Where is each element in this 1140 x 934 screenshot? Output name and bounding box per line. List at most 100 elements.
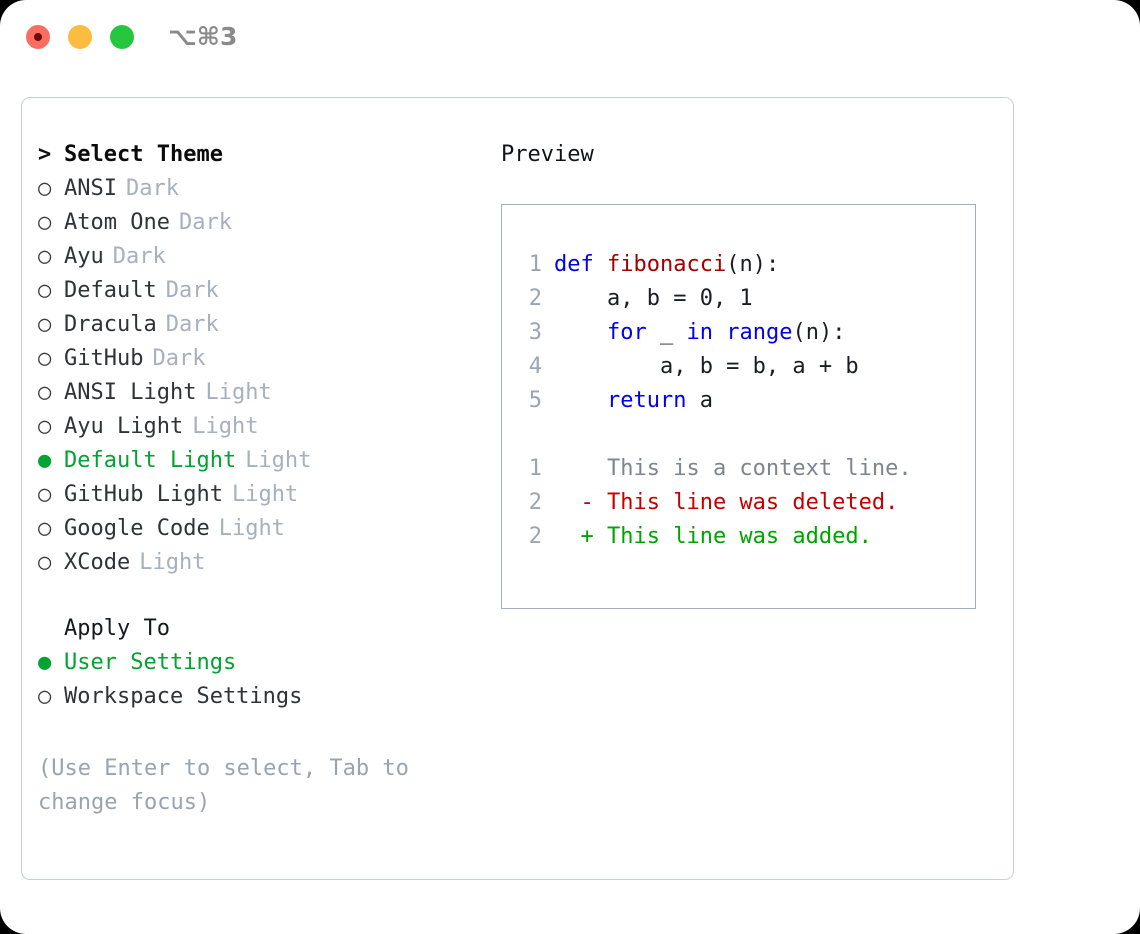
radio-unselected-icon[interactable]: ○ xyxy=(38,482,52,507)
code-token-pl xyxy=(713,320,726,345)
theme-name-label: ANSI Light xyxy=(64,380,197,405)
code-token-kw: in xyxy=(686,320,713,345)
theme-name-label: Default xyxy=(64,278,157,303)
theme-list-item[interactable]: ○ Dracula Dark xyxy=(38,312,468,346)
preview-title: Preview xyxy=(501,142,594,167)
line-number: 2 xyxy=(528,286,542,311)
theme-list-item[interactable]: ○ Ayu Light Light xyxy=(38,414,468,448)
theme-list-item[interactable]: ○ GitHub Dark xyxy=(38,346,468,380)
code-token-pl xyxy=(554,388,607,413)
radio-unselected-icon[interactable]: ○ xyxy=(38,346,52,371)
apply-to-label: Workspace Settings xyxy=(64,684,303,709)
code-token-pl xyxy=(554,320,607,345)
titlebar: ⌥⌘3 xyxy=(0,0,1140,78)
select-theme-heading-label: Select Theme xyxy=(64,142,223,167)
diff-line: 1 This is a context line. xyxy=(516,452,912,486)
radio-unselected-icon[interactable]: ○ xyxy=(38,516,52,541)
theme-list-item[interactable]: ○ Default Dark xyxy=(38,278,468,312)
theme-category-tag: Light xyxy=(205,380,272,405)
code-token-kw: for xyxy=(606,320,647,345)
radio-unselected-icon[interactable]: ○ xyxy=(38,312,52,337)
theme-category-tag: Dark xyxy=(165,278,219,303)
theme-list-item[interactable]: ● Default Light Light xyxy=(38,448,468,482)
line-number: 4 xyxy=(528,354,542,379)
apply-to-heading-label: Apply To xyxy=(64,616,170,641)
theme-category-tag: Light xyxy=(192,414,259,439)
diff-block: 1 This is a context line.2 - This line w… xyxy=(516,452,912,554)
select-theme-heading: > Select Theme xyxy=(38,142,468,176)
theme-name-label: Ayu xyxy=(64,244,104,269)
keyboard-shortcut-label: ⌥⌘3 xyxy=(168,22,238,51)
code-line-text: return a xyxy=(554,384,713,418)
caret-icon: > xyxy=(38,142,52,167)
code-line: 4 a, b = b, a + b xyxy=(516,350,912,384)
code-line-text: for _ in range(n): xyxy=(554,316,845,350)
line-number: 5 xyxy=(528,388,542,413)
minimize-button[interactable] xyxy=(68,25,92,49)
radio-selected-icon[interactable]: ● xyxy=(38,448,52,473)
line-number: 3 xyxy=(528,320,542,345)
code-line-text: a, b = 0, 1 xyxy=(554,282,753,316)
radio-unselected-icon[interactable]: ○ xyxy=(38,176,52,201)
code-token-pl: (n): xyxy=(792,320,846,345)
theme-list-item[interactable]: ○ XCode Light xyxy=(38,550,468,584)
diff-line: 2 + This line was added. xyxy=(516,520,912,554)
code-token-pl: (n): xyxy=(726,252,780,277)
radio-selected-icon[interactable]: ● xyxy=(38,650,52,675)
theme-name-label: GitHub xyxy=(64,346,144,371)
radio-unselected-icon[interactable]: ○ xyxy=(38,414,52,439)
theme-list-item[interactable]: ○ ANSI Light Light xyxy=(38,380,468,414)
theme-category-tag: Light xyxy=(231,482,299,507)
line-number: 1 xyxy=(528,456,542,481)
apply-to-item[interactable]: ○ Workspace Settings xyxy=(38,684,468,718)
keyboard-hint: (Use Enter to select, Tab to change focu… xyxy=(38,756,409,815)
theme-category-tag: Light xyxy=(245,448,312,473)
maximize-button[interactable] xyxy=(110,25,134,49)
code-token-kw: def xyxy=(554,252,607,277)
theme-name-label: Google Code xyxy=(64,516,210,541)
diff-line-text: - This line was deleted. xyxy=(554,490,899,515)
code-token-pl: a xyxy=(686,388,713,413)
radio-unselected-icon[interactable]: ○ xyxy=(38,684,52,709)
theme-name-label: Ayu Light xyxy=(64,414,184,439)
theme-name-label: Atom One xyxy=(64,210,170,235)
code-token-pl: a, b = b, a + b xyxy=(554,354,859,379)
apply-to-item[interactable]: ● User Settings xyxy=(38,650,468,684)
code-token-kw: return xyxy=(606,388,687,413)
radio-unselected-icon[interactable]: ○ xyxy=(38,278,52,303)
diff-line-text: + This line was added. xyxy=(554,524,872,549)
apply-to-label: User Settings xyxy=(64,650,237,675)
theme-category-tag: Dark xyxy=(152,346,206,371)
radio-unselected-icon[interactable]: ○ xyxy=(38,244,52,269)
radio-unselected-icon[interactable]: ○ xyxy=(38,380,52,405)
theme-category-tag: Light xyxy=(139,550,206,575)
theme-name-label: Dracula xyxy=(64,312,157,337)
line-number: 2 xyxy=(528,490,542,515)
close-button[interactable] xyxy=(26,25,50,49)
apply-to-heading: Apply To xyxy=(38,616,468,650)
theme-category-tag: Dark xyxy=(165,312,219,337)
code-line: 2 a, b = 0, 1 xyxy=(516,282,912,316)
radio-unselected-icon[interactable]: ○ xyxy=(38,210,52,235)
theme-list-item[interactable]: ○ GitHub Light Light xyxy=(38,482,468,516)
theme-name-label: Default Light xyxy=(64,448,237,473)
diff-line: 2 - This line was deleted. xyxy=(516,486,912,520)
code-token-pl: _ xyxy=(646,320,687,345)
radio-unselected-icon[interactable]: ○ xyxy=(38,550,52,575)
code-token-pl: a, b = 0, 1 xyxy=(554,286,753,311)
theme-name-label: GitHub Light xyxy=(64,482,223,507)
line-number: 1 xyxy=(528,252,542,277)
theme-name-label: XCode xyxy=(64,550,131,575)
